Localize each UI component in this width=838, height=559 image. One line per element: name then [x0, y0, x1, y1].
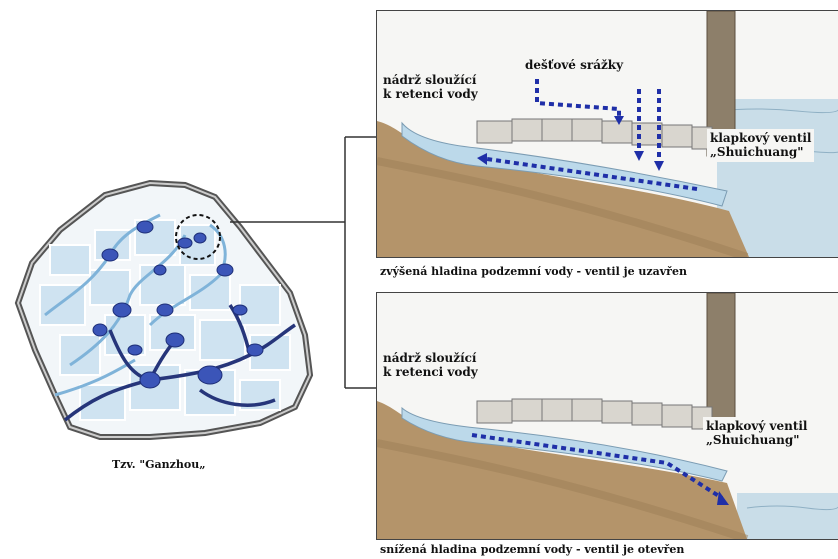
bottom-reservoir-line1: nádrž sloužící [383, 351, 478, 365]
top-panel-valve-closed: nádrž sloužící k retenci vody dešťové sr… [376, 10, 838, 258]
bottom-valve-line1: klapkový ventil [706, 419, 807, 433]
bottom-valve-label: klapkový ventil „Shuichuang" [703, 417, 810, 450]
top-valve-line1: klapkový ventil [710, 131, 811, 145]
rain-label: dešťové srážky [525, 58, 623, 72]
bottom-valve-line2: „Shuichuang" [706, 433, 807, 447]
top-panel-caption: zvýšená hladina podzemní vody - ventil j… [380, 265, 687, 278]
bottom-panel-valve-open: nádrž sloužící k retenci vody klapkový v… [376, 292, 838, 540]
bottom-panel-caption: snížená hladina podzemní vody - ventil j… [380, 543, 684, 556]
bottom-cross-section [377, 293, 838, 539]
bottom-reservoir-line2: k retenci vody [383, 365, 478, 379]
top-reservoir-line1: nádrž sloužící [383, 73, 478, 87]
top-valve-line2: „Shuichuang" [710, 145, 811, 159]
top-reservoir-line2: k retenci vody [383, 87, 478, 101]
bottom-reservoir-label: nádrž sloužící k retenci vody [383, 351, 478, 380]
top-reservoir-label: nádrž sloužící k retenci vody [383, 73, 478, 102]
top-valve-label: klapkový ventil „Shuichuang" [707, 129, 814, 162]
